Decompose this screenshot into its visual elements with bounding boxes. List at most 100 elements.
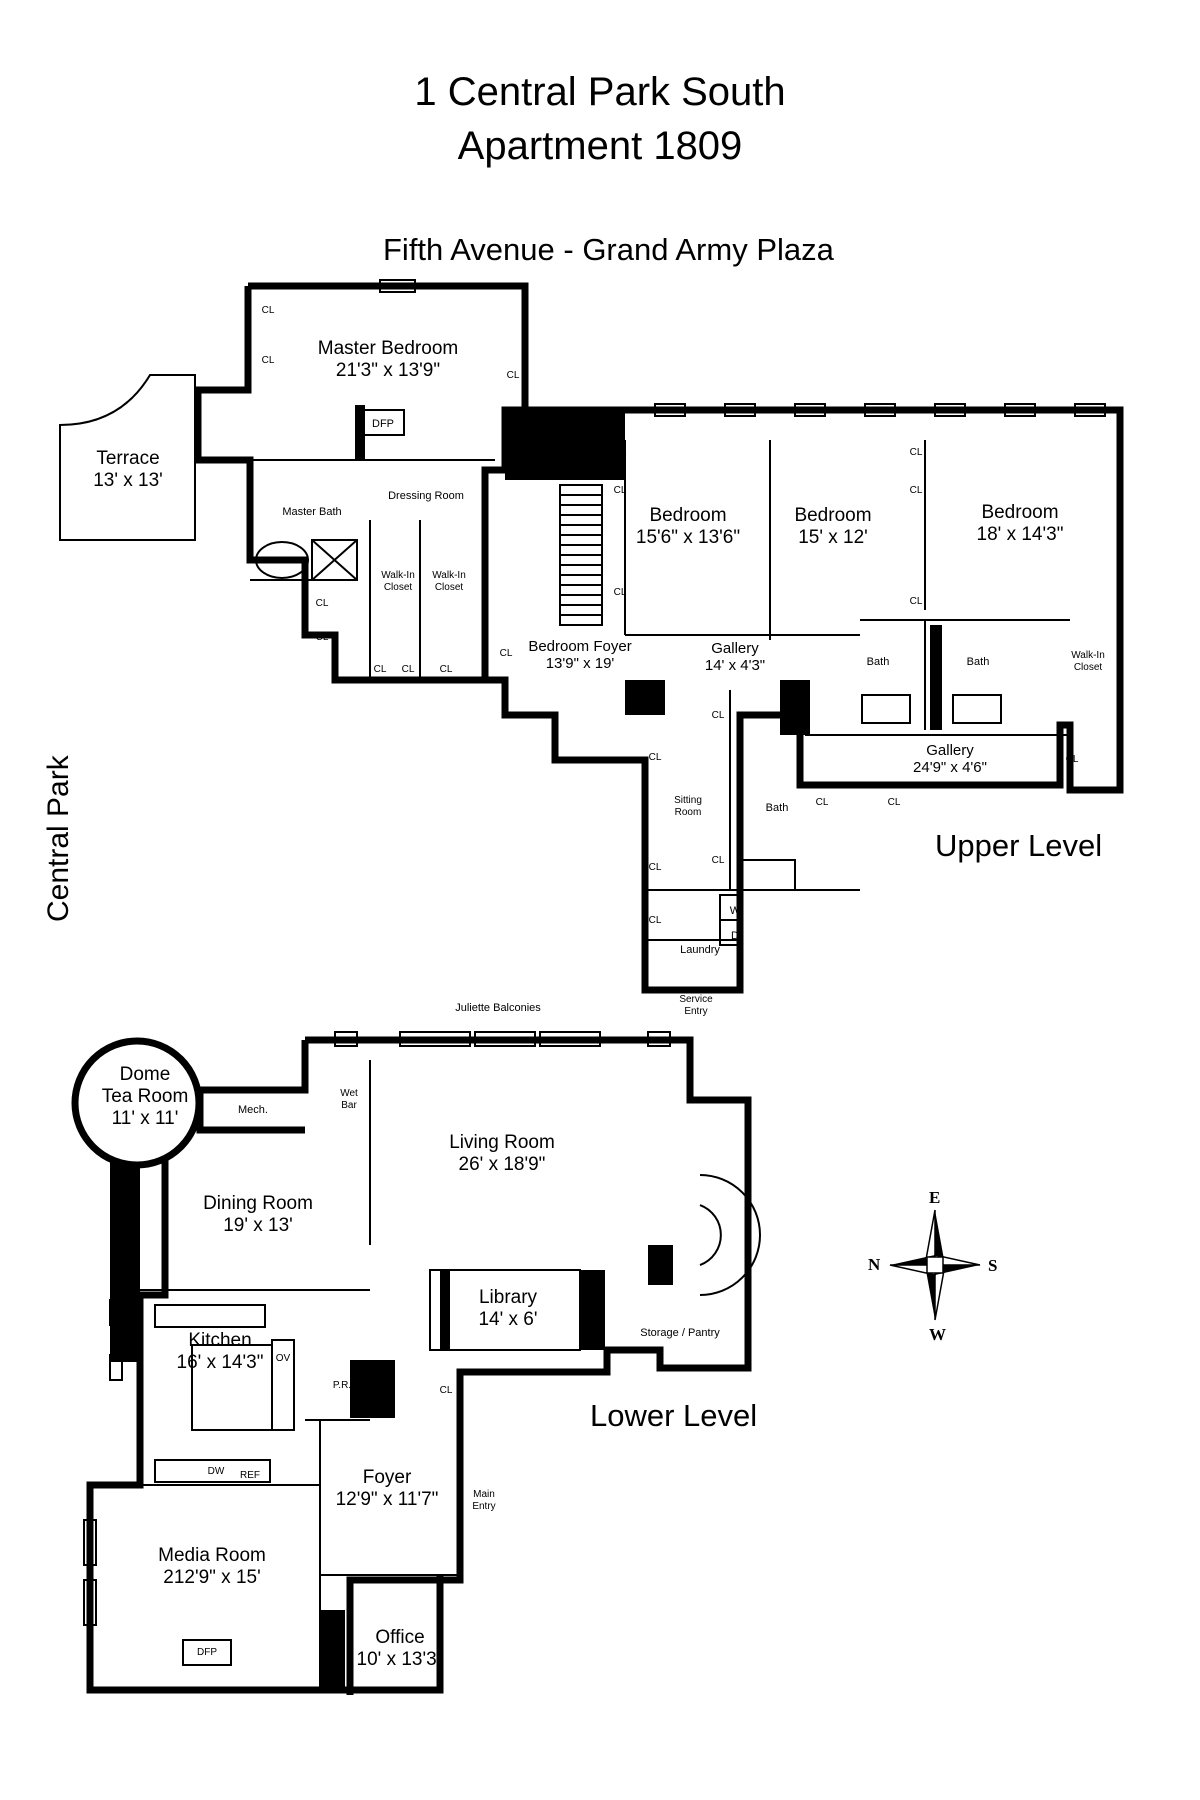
closet-label: CL <box>261 305 275 316</box>
closet-label: CL <box>815 797 829 808</box>
upper-dfp-label: DFP <box>372 418 394 430</box>
office-name: Office <box>375 1627 425 1648</box>
walk-in-closet-1-line1: Walk-In <box>381 570 415 581</box>
walk-in-closet-3-label: Walk-In Closet <box>1071 650 1105 673</box>
upper-level-walls <box>59 279 1124 994</box>
terrace-name: Terrace <box>96 448 160 469</box>
media-room-name: Media Room <box>158 1545 266 1566</box>
sitting-room-label: Sitting Room <box>674 795 702 818</box>
wet-bar-line1: Wet <box>340 1088 358 1099</box>
closet-label: CL <box>261 355 275 366</box>
closet-label: CL <box>909 596 923 607</box>
storage-pantry-label: Storage / Pantry <box>640 1327 720 1339</box>
street-side-label: Central Park <box>42 755 75 922</box>
closet-label: CL <box>887 797 901 808</box>
dining-room-name: Dining Room <box>203 1193 313 1214</box>
oven-label: OV <box>275 1353 291 1364</box>
closet-label: CL <box>648 862 662 873</box>
service-entry-line1: Service <box>679 994 713 1005</box>
closet-label: CL <box>439 1385 453 1396</box>
closet-label: CL <box>613 587 627 598</box>
walk-in-closet-2-line1: Walk-In <box>432 570 466 581</box>
main-entry-line1: Main <box>473 1489 495 1500</box>
gallery-2-label: Gallery 24'9" x 4'6" <box>913 742 987 777</box>
gallery-1-name: Gallery <box>711 640 759 657</box>
terrace-label: Terrace 13' x 13' <box>93 448 163 492</box>
closet-label: CL <box>1065 754 1079 765</box>
compass-rose <box>889 1209 981 1321</box>
walk-in-closet-2-line2: Closet <box>434 581 464 593</box>
closet-label: CL <box>439 664 453 675</box>
library-label: Library 14' x 6' <box>478 1287 537 1331</box>
closet-label: CL <box>613 485 627 496</box>
kitchen-label: Kitchen 16' x 14'3" <box>177 1330 264 1374</box>
dome-tea-room-line2: Tea Room <box>101 1085 189 1107</box>
dressing-room-label: Dressing Room <box>388 490 464 502</box>
bedroom-3-name: Bedroom <box>981 502 1059 523</box>
living-room-size: 26' x 18'9" <box>458 1153 546 1175</box>
office-size: 10' x 13'3" <box>356 1648 444 1670</box>
bedroom-foyer-label: Bedroom Foyer 13'9" x 19' <box>528 638 631 673</box>
gallery-2-name: Gallery <box>926 742 974 759</box>
stair-treads <box>560 494 602 616</box>
closet-label: CL <box>711 855 725 866</box>
closet-label: CL <box>711 710 725 721</box>
closet-label: CL <box>506 370 520 381</box>
dining-room-label: Dining Room 19' x 13' <box>203 1193 313 1237</box>
closet-label: CL <box>613 447 627 458</box>
foyer-name: Foyer <box>362 1467 412 1488</box>
dining-room-size: 19' x 13' <box>223 1214 293 1236</box>
dishwasher-label: DW <box>207 1466 225 1477</box>
wet-bar-line2: Bar <box>341 1099 357 1111</box>
closet-label: CL <box>315 598 329 609</box>
closet-label: CL <box>499 648 513 659</box>
library-size: 14' x 6' <box>478 1308 538 1330</box>
bedroom-1-label: Bedroom 15'6" x 13'6" <box>636 505 740 549</box>
plan-title-line-1: 1 Central Park South <box>414 70 786 114</box>
bath-3-label: Bath <box>765 802 789 814</box>
master-bath-label: Master Bath <box>282 506 342 518</box>
dome-tea-room-size: 11' x 11' <box>111 1107 179 1129</box>
walk-in-closet-1-label: Walk-In Closet <box>381 570 415 593</box>
office-label: Office 10' x 13'3" <box>357 1627 444 1671</box>
lower-level-label: Lower Level <box>590 1398 758 1433</box>
refrigerator-label: REF <box>240 1470 260 1481</box>
lower-level-walls <box>71 1031 761 1695</box>
upper-level-label: Upper Level <box>935 828 1103 863</box>
terrace-size: 13' x 13' <box>93 469 163 491</box>
wet-bar-label: Wet Bar <box>340 1088 358 1111</box>
bedroom-1-name: Bedroom <box>649 505 727 526</box>
compass-west: W <box>929 1325 946 1344</box>
bedroom-3-size: 18' x 14'3" <box>976 523 1064 545</box>
sitting-room-line2: Room <box>674 806 702 818</box>
juliette-balconies-label: Juliette Balconies <box>455 1002 541 1014</box>
walk-in-closet-3-line2: Closet <box>1073 661 1103 673</box>
bath-2-label: Bath <box>966 656 990 668</box>
walk-in-closet-2-label: Walk-In Closet <box>432 570 466 593</box>
bedroom-2-name: Bedroom <box>794 505 872 526</box>
dome-tea-room-line1: Dome <box>119 1064 171 1085</box>
master-bedroom-size: 21'3" x 13'9" <box>335 359 441 381</box>
compass-north: N <box>868 1255 881 1274</box>
service-entry-line2: Entry <box>684 1005 708 1017</box>
closet-label: CL <box>315 632 329 643</box>
laundry-label: Laundry <box>680 944 720 956</box>
washer-label: W <box>729 905 741 917</box>
main-entry-label: Main Entry <box>472 1489 495 1512</box>
bedroom-2-label: Bedroom 15' x 12' <box>794 505 871 549</box>
kitchen-name: Kitchen <box>188 1330 252 1351</box>
bedroom-2-size: 15' x 12' <box>798 526 868 548</box>
living-room-label: Living Room 26' x 18'9" <box>449 1132 555 1176</box>
terrace-outline <box>59 374 196 541</box>
foyer-size: 12'9" x 11'7" <box>335 1488 439 1510</box>
main-entry-line2: Entry <box>472 1500 496 1512</box>
closet-label: CL <box>909 485 923 496</box>
walk-in-closet-3-line1: Walk-In <box>1071 650 1105 661</box>
dome-tea-room-label: Dome Tea Room 11' x 11' <box>102 1064 189 1130</box>
spiral-stair <box>699 1174 761 1296</box>
bedroom-1-size: 15'6" x 13'6" <box>635 526 741 548</box>
master-bedroom-label: Master Bedroom 21'3" x 13'9" <box>318 338 458 382</box>
foyer-label: Foyer 12'9" x 11'7" <box>336 1467 439 1511</box>
bedroom-3-label: Bedroom 18' x 14'3" <box>977 502 1064 546</box>
